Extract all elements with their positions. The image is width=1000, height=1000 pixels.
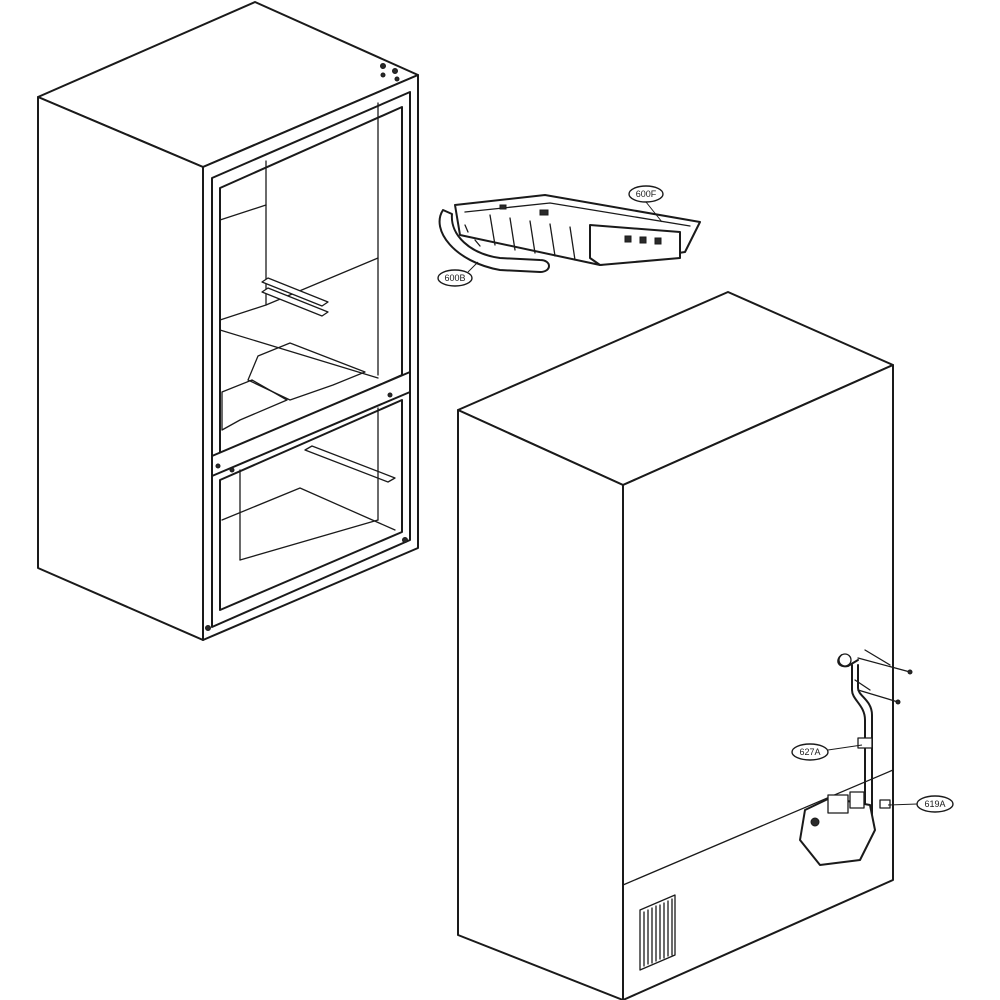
cabinet-rear [457, 291, 913, 1000]
callout-600b: 600B [437, 261, 479, 287]
water-line-assembly [799, 649, 913, 866]
callout-619a-label: 619A [924, 799, 945, 809]
callout-600f: 600F [628, 185, 664, 223]
callout-619a: 619A [887, 795, 954, 813]
callout-627a: 627A [791, 743, 863, 761]
ice-maker-assembly [438, 194, 701, 273]
vent-grille [639, 894, 676, 971]
cabinet-front [37, 1, 419, 641]
callout-627a-label: 627A [799, 747, 820, 757]
callout-600f-label: 600F [636, 189, 657, 199]
callout-600b-label: 600B [444, 273, 465, 283]
